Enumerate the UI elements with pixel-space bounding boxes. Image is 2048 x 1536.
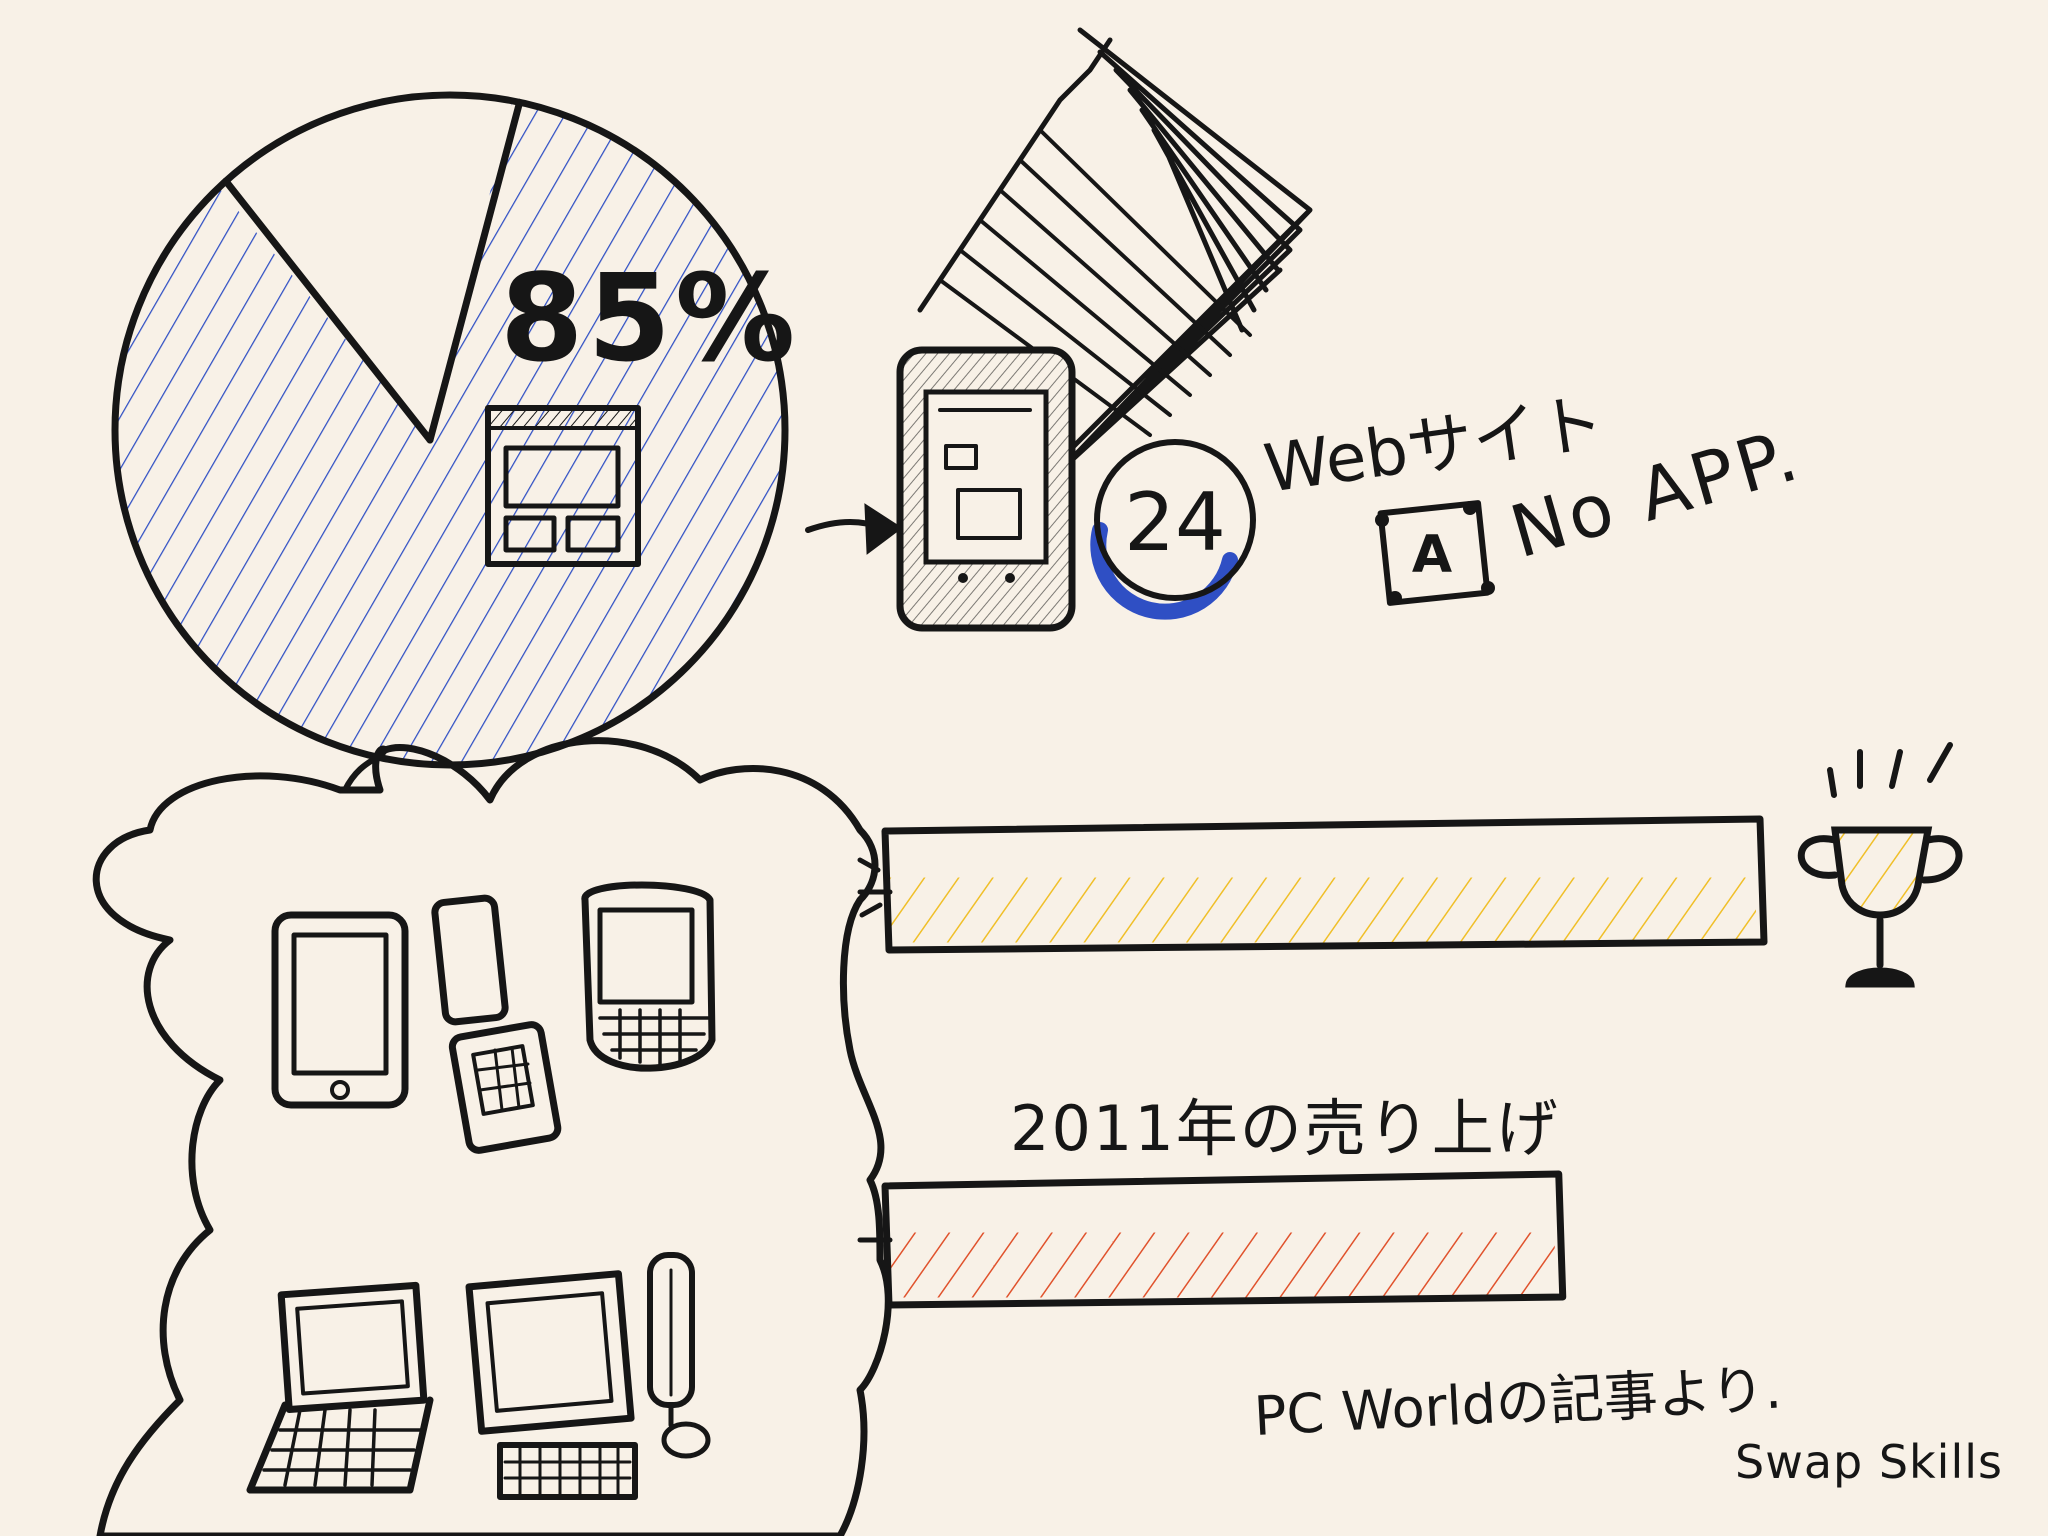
pie-slice-share — [115, 95, 785, 765]
bar-fill-mobile — [889, 877, 1756, 943]
bar-mobile — [881, 815, 1768, 954]
smartphone-icon — [271, 911, 409, 1109]
blackberry-phone-icon — [581, 881, 716, 1072]
pie-divider-line — [426, 98, 524, 444]
trophy-icon — [1797, 742, 1963, 988]
arrow-icon — [805, 503, 903, 555]
chart-caption: 2011年の売り上げ — [1010, 1092, 1560, 1165]
laptop-icon — [246, 1281, 434, 1494]
site-count-badge: 24 — [1090, 439, 1256, 620]
desktop-computer-icon — [465, 1252, 711, 1500]
web-page-icon — [485, 405, 641, 567]
feature-phone-icon — [431, 894, 562, 1154]
website-stack — [917, 27, 1313, 483]
bar-pc — [881, 1170, 1567, 1309]
svg-text:A: A — [1412, 525, 1452, 585]
sales-bar-chart: 2011年の売り上げ — [857, 815, 1768, 1309]
pie-divider-line — [222, 177, 434, 444]
app-store-icon: A — [1375, 500, 1495, 606]
smartphone-icon — [896, 346, 1076, 632]
device-cloud — [92, 737, 892, 1536]
pie-chart: 85% — [111, 91, 799, 769]
pie-share-label: 85% — [500, 250, 799, 389]
bar-fill-pc — [889, 1232, 1555, 1298]
signature: Swap Skills — [1735, 1435, 2003, 1489]
bar-connector — [857, 857, 883, 918]
source-note: PC Worldの記事より. — [1252, 1357, 1783, 1448]
site-count: 24 — [1124, 476, 1226, 569]
